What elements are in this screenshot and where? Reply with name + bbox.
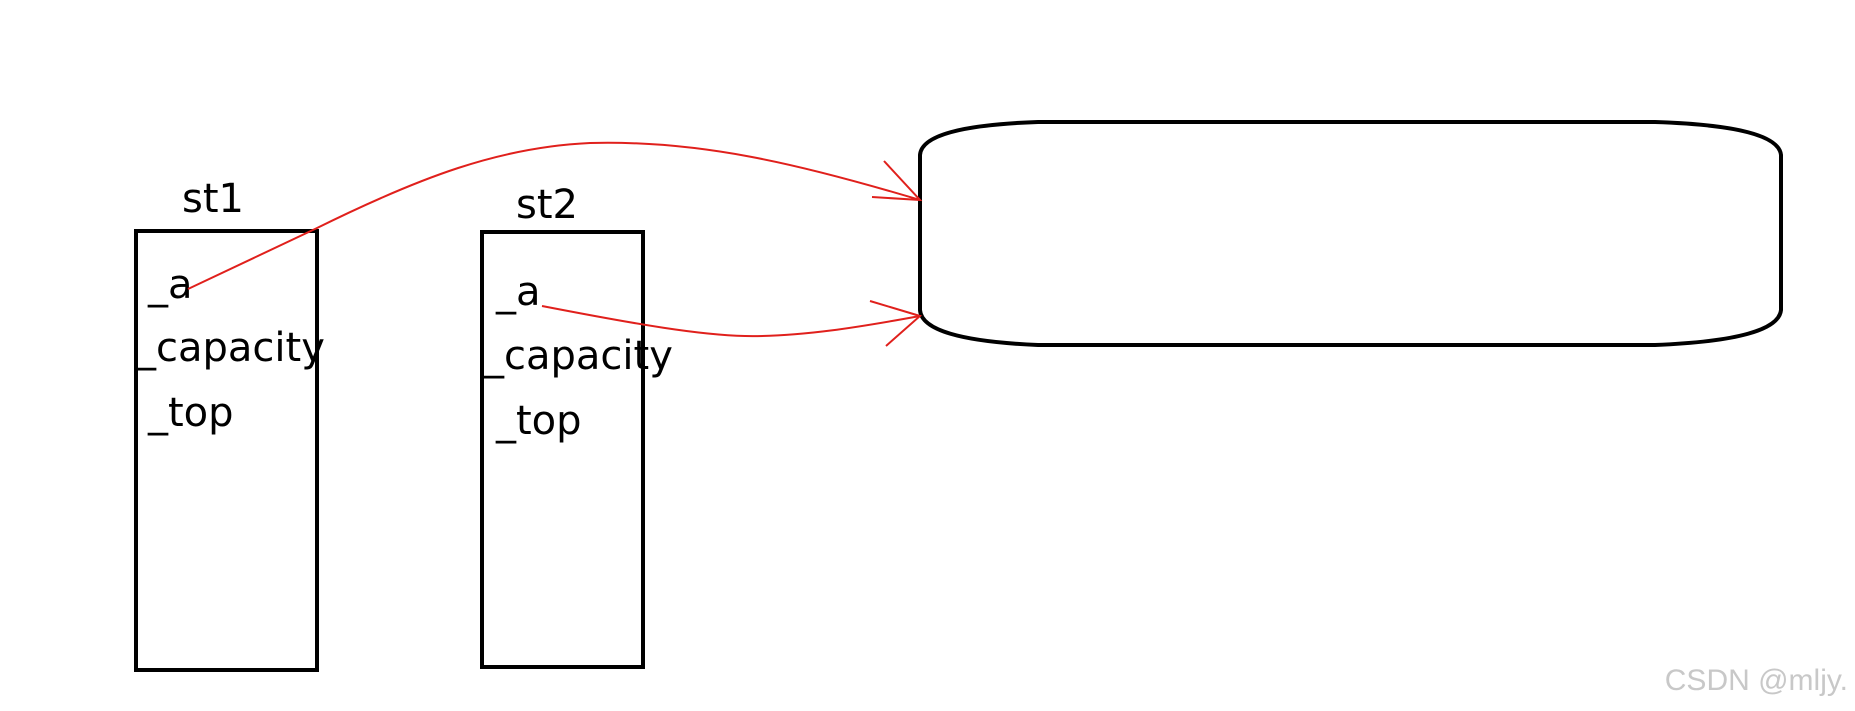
st1-a-pointer-arrow xyxy=(187,141,921,290)
st2-field-top: _top xyxy=(495,398,582,444)
st1-field-a: _a xyxy=(147,262,193,308)
st1-box xyxy=(134,229,319,672)
st1-name: st1 xyxy=(182,176,244,222)
st2-field-capacity: _capacity xyxy=(483,333,673,379)
st1-field-capacity: _capacity xyxy=(135,325,325,371)
heap-memory-block xyxy=(918,120,1783,347)
st2-a-arrowhead xyxy=(869,300,923,347)
st1-a-arrowhead xyxy=(871,160,923,202)
st2-a-pointer-arrow xyxy=(541,305,921,338)
st1-field-top: _top xyxy=(147,390,234,436)
watermark-text: CSDN @mljy. xyxy=(1665,664,1848,697)
st2-name: st2 xyxy=(516,182,578,228)
st2-box xyxy=(480,230,645,669)
st2-field-a: _a xyxy=(495,269,541,315)
